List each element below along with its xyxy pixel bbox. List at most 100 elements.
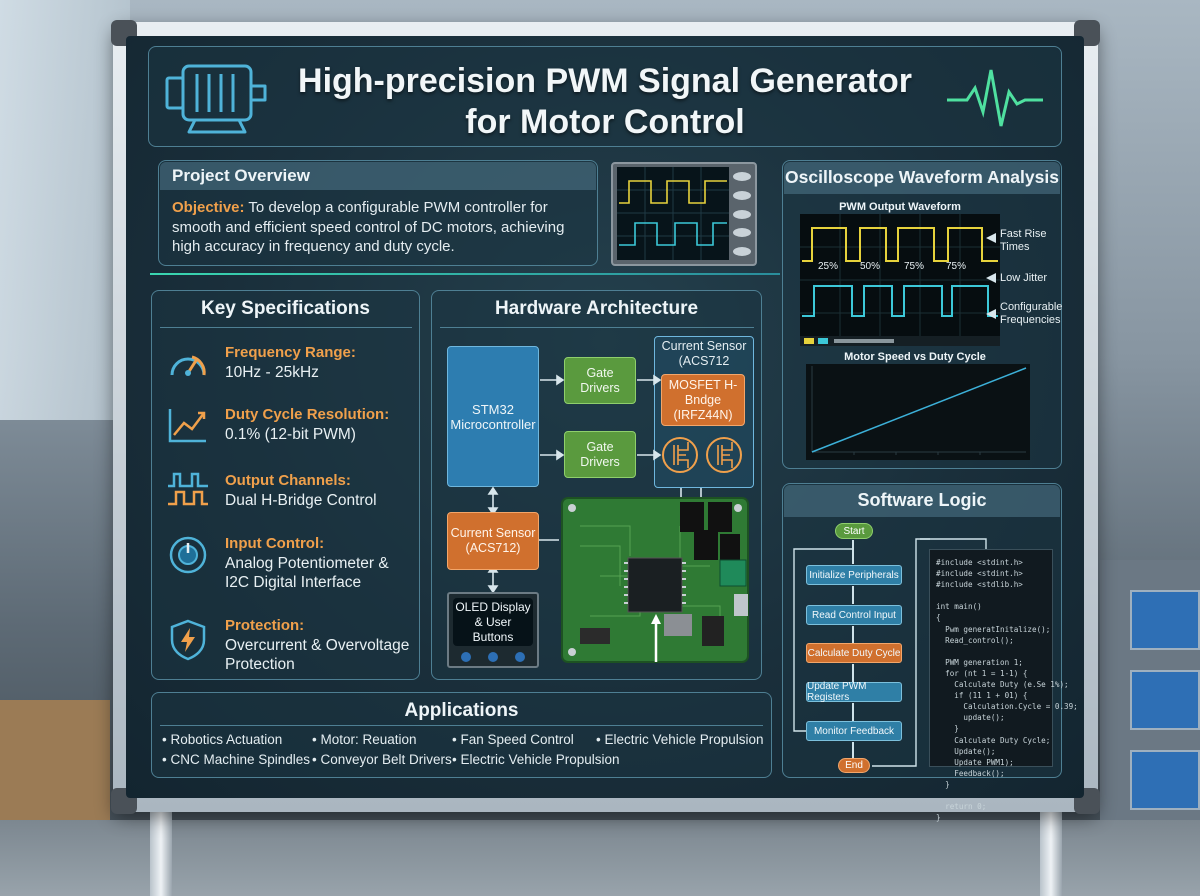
spec-value-channels: Dual H-Bridge Control <box>225 492 377 509</box>
duty-label: 75% <box>904 261 925 272</box>
hardware-heading: Hardware Architecture <box>494 298 699 319</box>
note-configurable: Configurable Frequencies <box>1000 301 1063 326</box>
motor-icon <box>165 64 267 134</box>
speed-chart-title: Motor Speed vs Duty Cycle <box>844 351 986 363</box>
specs-heading: Key Specifications <box>201 298 370 319</box>
note-arrows <box>986 233 996 319</box>
application-item: • CNC Machine Spindles <box>162 752 311 767</box>
stand-leg <box>150 805 172 896</box>
oled-screen: OLED Display & User Buttons <box>453 598 533 646</box>
note-fast-rise: Fast Rise Times <box>1000 228 1047 253</box>
spec-label-frequency: Frequency Range: <box>225 344 356 361</box>
stand-leg <box>1040 805 1062 896</box>
objective-label: Objective: <box>172 199 245 216</box>
connector-line <box>150 273 780 275</box>
oscilloscope-screen <box>617 167 729 260</box>
gate-driver-block-2: Gate Drivers <box>564 431 636 478</box>
user-button[interactable] <box>514 652 525 662</box>
objective-text: To develop a configurable PWM controller… <box>172 199 565 255</box>
oled-buttons <box>453 652 533 662</box>
pulse-icon <box>947 69 1043 127</box>
cardboard-box <box>0 700 110 820</box>
current-sensor-block: Current Sensor (ACS712) <box>447 512 539 570</box>
spec-label-input: Input Control: <box>225 535 325 552</box>
flow-arrow <box>852 703 854 721</box>
current-sensor-label: Current Sensor (ACS712 <box>661 339 747 368</box>
flow-to-code-arrow <box>920 538 987 549</box>
application-item: • Electric Vehicle Propulsion <box>452 752 620 767</box>
flow-arrow <box>852 626 854 643</box>
duty-label: 50% <box>860 261 881 272</box>
application-item: • Robotics Actuation <box>162 732 283 747</box>
window <box>0 0 130 420</box>
mcu-block: STM32 Microcontroller <box>447 346 539 487</box>
gauge-icon <box>170 355 206 376</box>
application-item: • Fan Speed Control <box>452 732 574 747</box>
flow-step-init: Initialize Peripherals <box>806 565 902 585</box>
flow-loop-lines <box>793 538 930 767</box>
scope-knob <box>733 172 751 181</box>
cabinet-drawer <box>1130 750 1200 810</box>
flow-arrow <box>852 664 854 682</box>
spec-label-duty: Duty Cycle Resolution: <box>225 406 390 423</box>
cabinet-drawer <box>1130 590 1200 650</box>
duty-label: 25% <box>818 261 839 272</box>
spec-value-duty: 0.1% (12-bit PWM) <box>225 426 356 443</box>
mosfet-block: MOSFET H-Bndge (IRFZ44N) <box>661 374 745 426</box>
application-item: • Conveyor Belt Drivers <box>312 752 452 767</box>
shield-bolt-icon <box>170 619 206 661</box>
spec-value-frequency: 10Hz - 25kHz <box>225 364 319 381</box>
flow-step-monitor: Monitor Feedback <box>806 721 902 741</box>
power-knob-icon <box>169 536 207 574</box>
trend-chart-icon <box>168 409 206 443</box>
scope-knob <box>733 247 751 256</box>
mosfet-symbols <box>662 437 742 473</box>
flow-start: Start <box>835 523 873 539</box>
floor <box>0 820 1200 896</box>
applications-divider <box>160 725 763 726</box>
gate-driver-block-1: Gate Drivers <box>564 357 636 404</box>
speed-chart-plot <box>806 364 1030 460</box>
scope-knob <box>733 209 751 219</box>
poster-title: High-precision PWM Signal Generator <box>298 62 912 100</box>
applications-heading: Applications <box>404 700 519 721</box>
note-low-jitter: Low Jitter <box>1000 272 1048 284</box>
tool-cabinet <box>1100 560 1200 880</box>
pwm-waveform-plot <box>800 214 1000 346</box>
spec-label-protection: Protection: <box>225 617 305 634</box>
scope-heading: Oscilloscope Waveform Analysis <box>785 167 1059 187</box>
flow-arrow <box>852 742 854 758</box>
duty-label: 75% <box>946 261 967 272</box>
flow-end: End <box>838 758 870 773</box>
flow-arrow <box>852 586 854 604</box>
spec-value-protection: Overcurrent & Overvoltage Protection <box>225 637 410 673</box>
flow-step-update: Update PWM Registers <box>806 681 902 703</box>
scope-header-bar <box>784 162 1060 194</box>
hardware-divider <box>440 327 754 328</box>
cabinet-drawer <box>1130 670 1200 730</box>
specs-panel <box>151 290 420 680</box>
overview-header-bar <box>160 162 596 190</box>
title-panel: High-precision PWM Signal Generator for … <box>148 46 1062 147</box>
pwm-waveform-title: PWM Output Waveform <box>839 201 961 213</box>
flow-step-calc: Calculate Duty Cycle <box>806 643 902 663</box>
scope-buttons <box>733 172 751 256</box>
pcb-board <box>561 497 749 663</box>
application-item: • Motor: Reuation <box>312 732 417 747</box>
scope-knob <box>733 228 751 238</box>
software-heading: Software Logic <box>857 490 987 510</box>
software-header-bar <box>784 485 1060 517</box>
application-item: • Electric Vehicle Propulsion <box>596 732 764 747</box>
scope-knob <box>733 190 751 200</box>
spec-value-input: Analog Potentiometer & I2C Digital Inter… <box>225 555 389 591</box>
specs-divider <box>160 327 412 328</box>
user-button[interactable] <box>461 652 472 662</box>
overview-heading: Project Overview <box>172 166 310 185</box>
pulse-channels-icon <box>168 472 208 506</box>
flow-arrow <box>852 540 854 564</box>
poster-subtitle: for Motor Control <box>465 103 745 141</box>
code-snippet: #include <stdint.h> #include <stdint.h> … <box>929 549 1078 822</box>
user-button[interactable] <box>487 652 498 662</box>
flow-step-read: Read Control Input <box>806 605 902 625</box>
applications-panel <box>151 692 772 778</box>
